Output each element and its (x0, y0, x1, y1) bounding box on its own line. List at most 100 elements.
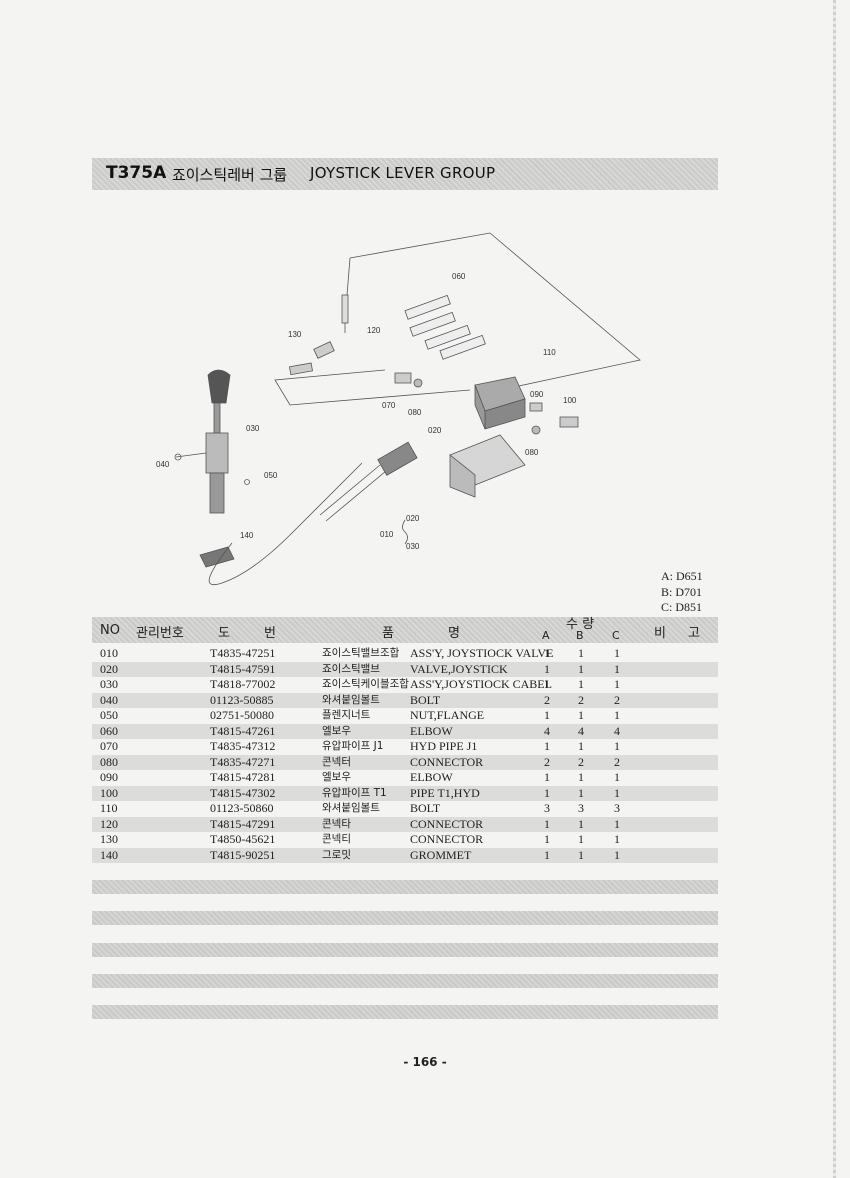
qty-b: 4 (578, 723, 584, 738)
qty-c: 2 (614, 692, 620, 707)
qty-c: 2 (614, 754, 620, 769)
drawing-no: T4815-47302 (210, 785, 276, 800)
drawing-no: 02751-50080 (210, 708, 274, 722)
callout-label: 100 (563, 396, 577, 405)
qty-b: 1 (578, 770, 584, 784)
drawing-no: T4835-47251 (210, 646, 276, 660)
drawing-no: 01123-50885 (210, 692, 274, 707)
qty-a: 1 (544, 646, 550, 660)
part-name-english: PIPE T1,HYD (410, 785, 480, 800)
callout-label: 090 (530, 390, 544, 399)
qty-c: 1 (614, 661, 620, 676)
qty-a: 1 (544, 708, 550, 722)
blank-row (92, 974, 718, 988)
part-name-english: ASS'Y, JOYSTIOCK VALVE (410, 646, 554, 660)
part-name-english: BOLT (410, 692, 441, 707)
qty-b: 1 (578, 739, 584, 753)
parts-table-body: 010 T4835-47251 죠이스틱밸브조합 ASS'Y, JOYSTIOCK V… (92, 646, 718, 863)
part-name-korean: 유압파이프 J1 (322, 740, 384, 752)
part-no: 070 (100, 739, 118, 753)
page-number: - 166 - (403, 1055, 447, 1069)
part-name-korean: 죠이스틱밸브조합 (322, 647, 400, 659)
callout-label: 010 (380, 530, 394, 539)
part-name-english: BOLT (410, 801, 441, 815)
part-no: 010 (100, 646, 118, 660)
part-no: 110 (100, 801, 118, 815)
callout-label: 120 (367, 326, 381, 335)
part-name-korean: 죠이스틱케이블조합 (322, 678, 409, 690)
part-name-korean: 죠이스틱밸브 (322, 662, 380, 675)
header-no: NO (100, 623, 120, 638)
drawing-no: T4815-47281 (210, 770, 276, 784)
callout-label: 130 (288, 330, 302, 339)
part-no: 130 (100, 832, 118, 846)
drawing-no: 01123-50860 (210, 801, 274, 815)
qty-c: 1 (614, 816, 620, 831)
part-name-korean: 콘넥타 (322, 817, 351, 830)
header-name-1: 품 (382, 626, 394, 641)
blank-row (92, 943, 718, 957)
qty-a: 2 (544, 754, 550, 769)
part-name-english: ELBOW (410, 723, 453, 738)
drawing-no: T4835-47271 (210, 754, 276, 769)
part-name-korean: 엘보우 (322, 771, 351, 783)
section-title-english: JOYSTICK LEVER GROUP (310, 164, 496, 182)
part-name-english: NUT,FLANGE (410, 708, 485, 722)
header-name-2: 명 (448, 626, 460, 641)
blank-row (92, 1005, 718, 1019)
callout-label: 080 (525, 448, 539, 457)
part-no: 090 (100, 770, 118, 784)
part-name-korean: 콘넥터 (322, 755, 351, 768)
qty-a: 1 (544, 770, 550, 784)
qty-b: 3 (578, 801, 584, 815)
drawing-no: T4815-90251 (210, 847, 276, 862)
section-title-bar: T375A 죠이스틱레버 그룹 JOYSTICK LEVER GROUP (92, 158, 718, 190)
qty-c: 1 (614, 646, 620, 660)
qty-b: 1 (578, 832, 584, 846)
qty-c: 3 (614, 801, 620, 815)
part-name-english: GROMMET (410, 847, 472, 862)
callout-label: 060 (452, 272, 466, 281)
header-mgmt-no: 관리번호 (136, 626, 184, 641)
qty-c: 1 (614, 708, 620, 722)
variant-b: B: D701 (661, 584, 703, 599)
qty-b: 1 (578, 677, 584, 691)
part-name-english: VALVE,JOYSTICK (410, 661, 508, 676)
callout-label: 030 (406, 542, 420, 551)
blank-row (92, 880, 718, 894)
header-qty-b: B (576, 629, 584, 642)
variant-c: C: D851 (661, 600, 703, 614)
part-name-english: ELBOW (410, 770, 453, 784)
callout-label: 080 (408, 408, 422, 417)
header-qty: 수 량 (566, 617, 595, 632)
callout-label: 140 (240, 531, 254, 540)
model-variants: A: D651 B: D701 C: D851 (661, 569, 703, 616)
callout-label: 070 (382, 401, 396, 410)
table-row: 110 01123-50860 와셔붙임볼트 BOLT 3 3 3 (92, 801, 718, 817)
part-no: 040 (100, 692, 118, 707)
qty-a: 1 (544, 661, 550, 676)
part-name-english: CONNECTOR (410, 816, 484, 831)
qty-b: 1 (578, 646, 584, 660)
variant-a: A: D651 (661, 569, 703, 583)
qty-a: 3 (544, 801, 550, 815)
part-name-english: CONNECTOR (410, 832, 484, 846)
part-name-english: HYD PIPE J1 (410, 739, 478, 753)
part-no: 080 (100, 754, 118, 769)
callout-label: 110 (543, 348, 556, 357)
page-edge (833, 0, 836, 1178)
header-qty-a: A (542, 629, 550, 642)
drawing-no: T4818-77002 (210, 677, 276, 691)
part-name-korean: 콘넥티 (322, 833, 351, 845)
diagram-callouts: 060 120 130 110 070 080 090 100 020 030 … (156, 272, 577, 551)
part-no: 140 (100, 847, 118, 862)
part-name-korean: 와셔붙임볼트 (322, 693, 380, 706)
part-name-korean: 와셔붙임볼트 (322, 802, 380, 814)
part-name-korean: 그로밋 (322, 848, 351, 861)
qty-c: 1 (614, 847, 620, 862)
part-name-korean: 플렌지너트 (322, 709, 371, 721)
